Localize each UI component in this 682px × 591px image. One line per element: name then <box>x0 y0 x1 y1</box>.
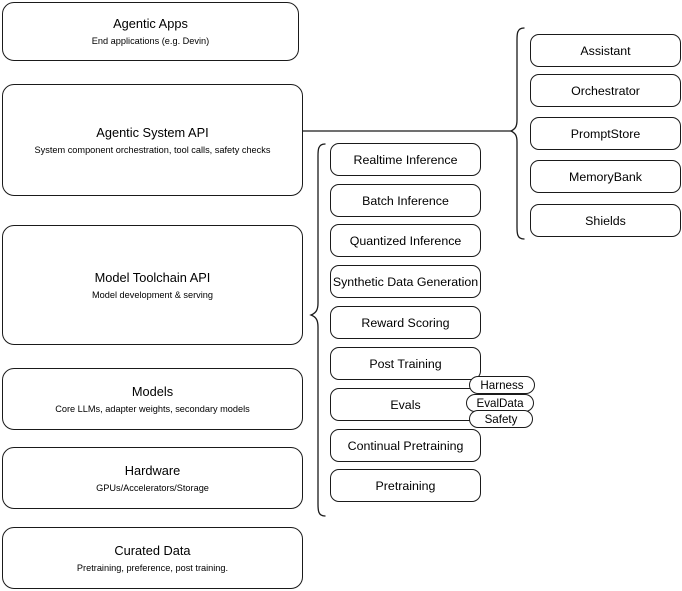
layer-box-hardware[interactable]: Hardware GPUs/Accelerators/Storage <box>2 447 303 509</box>
capability-label: Continual Pretraining <box>347 438 464 453</box>
capability-quantized-inference[interactable]: Quantized Inference <box>330 224 481 257</box>
brace-right-column <box>509 27 525 240</box>
layer-title: Hardware <box>124 462 181 478</box>
layer-title: Agentic Apps <box>113 16 188 32</box>
component-label: Shields <box>585 213 626 228</box>
capability-label: Batch Inference <box>362 193 449 208</box>
component-shields[interactable]: Shields <box>530 204 681 237</box>
capability-pretraining[interactable]: Pretraining <box>330 469 481 502</box>
component-memorybank[interactable]: MemoryBank <box>530 160 681 193</box>
layer-box-model-toolchain-api[interactable]: Model Toolchain API Model development & … <box>2 225 303 345</box>
layer-text-group: Curated Data Pretraining, preference, po… <box>77 542 228 575</box>
eval-pill-harness[interactable]: Harness <box>469 376 535 394</box>
eval-pill-safety[interactable]: Safety <box>469 410 533 428</box>
capability-batch-inference[interactable]: Batch Inference <box>330 184 481 217</box>
capability-label: Quantized Inference <box>349 233 462 248</box>
capability-label: Post Training <box>369 356 442 371</box>
component-label: Assistant <box>580 43 631 58</box>
component-orchestrator[interactable]: Orchestrator <box>530 74 681 107</box>
eval-pill-label: Harness <box>480 378 524 392</box>
layer-subtitle: GPUs/Accelerators/Storage <box>96 482 209 493</box>
layer-box-agentic-apps[interactable]: Agentic Apps End applications (e.g. Devi… <box>2 2 299 61</box>
eval-pill-label: Safety <box>484 412 518 426</box>
capability-label: Pretraining <box>375 478 436 493</box>
component-assistant[interactable]: Assistant <box>530 34 681 67</box>
capability-synthetic-data-generation[interactable]: Synthetic Data Generation <box>330 265 481 298</box>
layer-text-group: Models Core LLMs, adapter weights, secon… <box>55 383 250 416</box>
layer-title: Curated Data <box>114 542 191 558</box>
layer-box-curated-data[interactable]: Curated Data Pretraining, preference, po… <box>2 527 303 589</box>
layer-box-models[interactable]: Models Core LLMs, adapter weights, secon… <box>2 368 303 430</box>
layer-title: Models <box>131 383 174 399</box>
capability-label: Reward Scoring <box>361 315 450 330</box>
layer-text-group: Agentic Apps End applications (e.g. Devi… <box>92 15 209 48</box>
layer-text-group: Model Toolchain API Model development & … <box>92 269 213 302</box>
component-promptstore[interactable]: PromptStore <box>530 117 681 150</box>
capability-label: Realtime Inference <box>353 152 458 167</box>
layer-text-group: Agentic System API System component orch… <box>35 124 271 157</box>
capability-continual-pretraining[interactable]: Continual Pretraining <box>330 429 481 462</box>
capability-realtime-inference[interactable]: Realtime Inference <box>330 143 481 176</box>
layer-title: Model Toolchain API <box>94 269 211 285</box>
capability-reward-scoring[interactable]: Reward Scoring <box>330 306 481 339</box>
component-label: MemoryBank <box>569 169 642 184</box>
layer-subtitle: End applications (e.g. Devin) <box>91 36 210 47</box>
layer-text-group: Hardware GPUs/Accelerators/Storage <box>96 462 209 495</box>
eval-pill-label: EvalData <box>476 396 524 410</box>
component-label: PromptStore <box>570 126 641 141</box>
layer-subtitle: Model development & serving <box>91 289 214 300</box>
capability-post-training[interactable]: Post Training <box>330 347 481 380</box>
capability-label: Synthetic Data Generation <box>332 274 479 289</box>
component-label: Orchestrator <box>571 83 640 98</box>
layer-title: Agentic System API <box>96 124 209 140</box>
capability-evals[interactable]: Evals <box>330 388 481 421</box>
layer-box-agentic-system-api[interactable]: Agentic System API System component orch… <box>2 84 303 196</box>
capability-label: Evals <box>390 397 421 412</box>
layer-subtitle: System component orchestration, tool cal… <box>34 144 271 155</box>
brace-middle-column <box>309 143 326 517</box>
layer-subtitle: Pretraining, preference, post training. <box>76 562 229 573</box>
layer-subtitle: Core LLMs, adapter weights, secondary mo… <box>55 403 250 414</box>
